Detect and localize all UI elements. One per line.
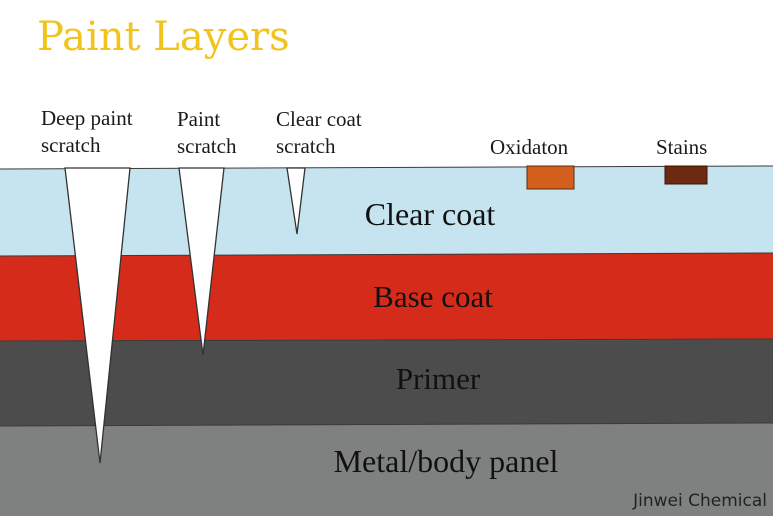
- diagram-title: Paint Layers: [37, 14, 290, 60]
- clear-scratch-label-line-2: scratch: [276, 134, 336, 158]
- paint-scratch-label-line-2: scratch: [177, 134, 237, 158]
- oxidation-label: Oxidaton: [490, 135, 569, 159]
- credit-watermark: Jinwei Chemical: [633, 491, 767, 511]
- deep-scratch-notch: [64, 167, 131, 464]
- clear-coat-label: Clear coat: [364, 196, 496, 232]
- oxidation-mark: [526, 165, 575, 190]
- clear-scratch-label-line-1: Clear coat: [276, 107, 362, 131]
- paint-scratch-label: Paint scratch: [177, 106, 236, 160]
- clear-scratch-notch: [286, 167, 306, 235]
- stains-label: Stains: [656, 135, 708, 159]
- stains-mark: [664, 165, 708, 185]
- clear-scratch-label: Clear coat scratch: [276, 106, 362, 160]
- paint-scratch-notch: [178, 167, 225, 356]
- deep-scratch-label-line-2: scratch: [41, 133, 101, 157]
- metal-panel-label: Metal/body panel: [333, 443, 559, 479]
- base-coat-label: Base coat: [373, 279, 493, 314]
- deep-scratch-label-line-1: Deep paint: [41, 106, 133, 130]
- primer-layer: [0, 339, 773, 426]
- deep-scratch-label: Deep paint scratch: [41, 105, 133, 159]
- metal-layer: [0, 423, 773, 516]
- paint-scratch-label-line-1: Paint: [177, 107, 221, 131]
- primer-label: Primer: [395, 361, 481, 396]
